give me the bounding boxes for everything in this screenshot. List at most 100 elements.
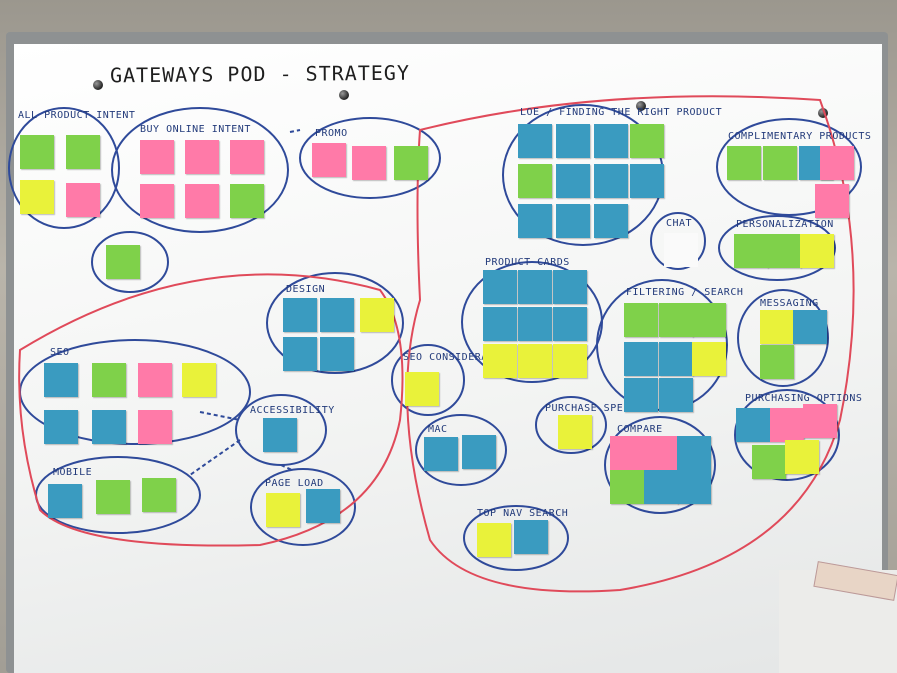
label-seo: SEO — [50, 347, 70, 358]
sticky-note — [763, 146, 797, 180]
sticky-note — [230, 184, 264, 218]
sticky-note — [785, 440, 819, 474]
label-seo-consideration: SEO CONSIDERATION — [403, 352, 514, 363]
magnet — [93, 80, 103, 90]
sticky-note — [263, 418, 297, 452]
label-promo: PROMO — [315, 128, 348, 139]
sticky-note — [734, 234, 768, 268]
label-messaging: MESSAGING — [760, 298, 819, 309]
sticky-note — [659, 303, 693, 337]
sticky-note — [44, 363, 78, 397]
sticky-note — [624, 342, 658, 376]
label-compare: COMPARE — [617, 424, 663, 435]
label-top-nav-search: TOP NAV SEARCH — [477, 508, 569, 519]
label-filtering: FILTERING / SEARCH — [626, 287, 744, 298]
sticky-note — [644, 470, 678, 504]
sticky-note — [677, 470, 711, 504]
sticky-note — [306, 489, 340, 523]
sticky-note — [644, 436, 678, 470]
sticky-note — [692, 303, 726, 337]
sticky-note — [518, 307, 552, 341]
sticky-note — [610, 470, 644, 504]
label-page-load: PAGE LOAD — [265, 478, 324, 489]
label-purchase-speed: PURCHASE SPEED — [545, 403, 637, 414]
sticky-note — [727, 146, 761, 180]
sticky-note — [752, 445, 786, 479]
sticky-note — [424, 437, 458, 471]
sticky-note — [394, 146, 428, 180]
sticky-note — [138, 363, 172, 397]
sticky-note — [92, 363, 126, 397]
sticky-note — [659, 378, 693, 412]
sticky-note — [283, 298, 317, 332]
label-mac: MAC — [428, 424, 448, 435]
sticky-note — [630, 124, 664, 158]
sticky-note — [106, 245, 140, 279]
label-chat: CHAT — [666, 218, 693, 229]
sticky-note — [556, 204, 590, 238]
sticky-note — [594, 164, 628, 198]
magnet — [818, 108, 828, 118]
label-loe: LOE / FINDING THE RIGHT PRODUCT — [520, 107, 723, 118]
sticky-note — [793, 310, 827, 344]
label-accessibility: ACCESSIBILITY — [250, 405, 335, 416]
sticky-note — [44, 410, 78, 444]
sticky-note — [142, 478, 176, 512]
sticky-note — [624, 303, 658, 337]
sticky-note — [760, 345, 794, 379]
sticky-note — [477, 523, 511, 557]
sticky-note — [553, 344, 587, 378]
sticky-note — [312, 143, 346, 177]
sticky-note — [815, 184, 849, 218]
sticky-note — [66, 183, 100, 217]
sticky-note — [20, 135, 54, 169]
sticky-note — [230, 140, 264, 174]
sticky-note — [283, 337, 317, 371]
sticky-note — [800, 234, 834, 268]
sticky-note — [320, 298, 354, 332]
label-all-product-intent: ALL PRODUCT INTENT — [18, 110, 136, 121]
sticky-note — [556, 164, 590, 198]
sticky-note — [820, 146, 854, 180]
sticky-note — [736, 408, 770, 442]
sticky-note — [66, 135, 100, 169]
sticky-note — [352, 146, 386, 180]
label-product-cards: PRODUCT CARDS — [485, 257, 570, 268]
magnet — [339, 90, 349, 100]
sticky-note — [677, 436, 711, 470]
sticky-note — [514, 520, 548, 554]
sticky-note — [20, 180, 54, 214]
sticky-note — [138, 410, 172, 444]
sticky-note — [553, 270, 587, 304]
sticky-note — [594, 124, 628, 158]
sticky-note — [803, 404, 837, 438]
sticky-note — [266, 493, 300, 527]
label-personalization: PERSONALIZATION — [736, 219, 834, 230]
sticky-note — [483, 344, 517, 378]
sticky-note — [518, 164, 552, 198]
sticky-note — [558, 415, 592, 449]
sticky-note — [320, 337, 354, 371]
sticky-note — [462, 435, 496, 469]
sticky-note — [553, 307, 587, 341]
sticky-note — [760, 310, 794, 344]
sticky-note — [594, 204, 628, 238]
sticky-note — [518, 344, 552, 378]
sticky-note — [185, 184, 219, 218]
sticky-note — [483, 307, 517, 341]
label-buy-online-intent: BUY ONLINE INTENT — [140, 124, 251, 135]
sticky-note — [140, 184, 174, 218]
sticky-note — [659, 342, 693, 376]
sticky-note — [692, 342, 726, 376]
sticky-note — [405, 372, 439, 406]
sticky-note — [483, 270, 517, 304]
sticky-note — [767, 234, 801, 268]
sticky-note — [140, 140, 174, 174]
magnet — [636, 101, 646, 111]
sticky-note — [185, 140, 219, 174]
sticky-note — [630, 164, 664, 198]
label-purchasing-options: PURCHASING OPTIONS — [745, 393, 863, 404]
sticky-note — [556, 124, 590, 158]
sticky-note — [610, 436, 644, 470]
